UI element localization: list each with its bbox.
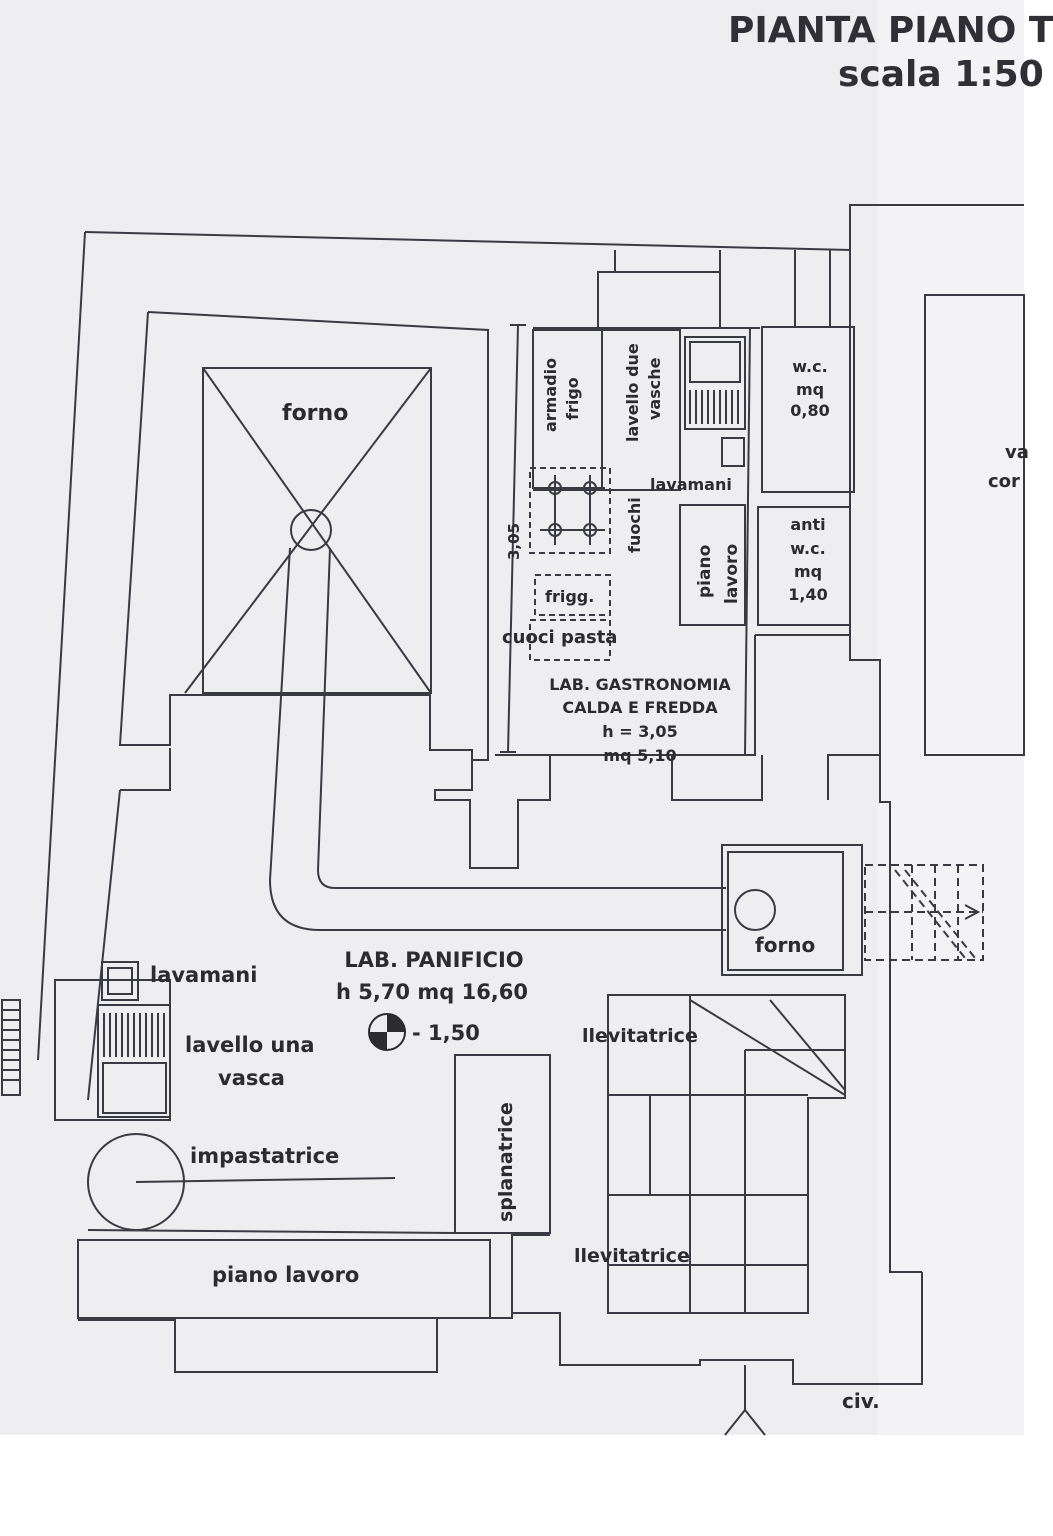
lavello-due-vasche: [601, 329, 681, 491]
label-lavamani-top: lavamani: [650, 475, 732, 494]
interior-wall: [120, 694, 551, 869]
bottom-wall: [511, 1234, 550, 1313]
cuoci-pasta: [529, 619, 611, 661]
plan-sheet: PIANTA PIANO T scala 1:50: [0, 0, 1053, 1436]
splanatrice: [454, 1054, 551, 1234]
label-forno-top: forno: [282, 401, 348, 426]
panificio-title-1: LAB. PANIFICIO: [344, 948, 523, 972]
left-window: [1, 999, 21, 1096]
outer-wall-bottom: [78, 1272, 923, 1385]
wc-room: [761, 326, 855, 493]
outer-wall: [84, 204, 1024, 252]
wc-label-1: w.c.: [792, 357, 827, 376]
forno-diagonal: [184, 367, 432, 694]
lavamani-basin-inner: [107, 967, 133, 995]
label-cuoci-pasta: cuoci pasta: [502, 627, 617, 648]
flue-duct: [316, 547, 726, 889]
wc-label-2: mq: [796, 380, 824, 399]
label-vasca: vasca: [218, 1066, 285, 1090]
panificio-title-2: h 5,70 mq 16,60: [336, 980, 528, 1004]
anti-wc-label-3: mq: [794, 562, 822, 581]
piano-lavoro-bottom: [77, 1239, 491, 1319]
interior-wall-left: [87, 789, 121, 1101]
label-lavello-una: lavello una: [185, 1033, 315, 1057]
wc-label-3: 0,80: [790, 401, 829, 420]
anti-wc-label-1: anti: [790, 515, 825, 534]
stove-burners: [540, 475, 605, 545]
neighbor-room: [924, 294, 1025, 756]
sink-top: [684, 336, 746, 430]
lavamani-basin-top: [721, 437, 745, 467]
entrance-marker: [724, 1365, 766, 1436]
label-dimension-305: 3,05: [505, 523, 523, 560]
paper-fold: [878, 0, 1024, 1435]
label-splanatrice: splanatrice: [495, 1102, 517, 1222]
label-lavoro-top: lavoro: [722, 544, 742, 604]
frigg-fryer: [534, 574, 611, 616]
forno-oven-bottom: [721, 844, 863, 976]
label-fuochi: fuochi: [625, 497, 644, 553]
forno-flue-circle: [290, 509, 332, 551]
wc-partition: [671, 634, 851, 801]
anti-wc-label-2: w.c.: [790, 539, 825, 558]
chimney-block: [597, 271, 721, 328]
sink-bottom-inner: [102, 1062, 167, 1114]
stair-arrow: [964, 904, 981, 920]
gastronomy-title-1: LAB. GASTRONOMIA: [549, 675, 731, 694]
plan-title: PIANTA PIANO T: [728, 10, 1053, 51]
dimension-line: [507, 324, 519, 753]
label-lavello-due: lavello due: [623, 343, 642, 442]
flue-duct: [268, 547, 726, 931]
floor-plan: forno armadio frigo lavello due vasche l…: [1, 204, 1029, 1436]
label-frigg: frigg.: [545, 587, 594, 606]
lavello-una-vasca: [97, 1004, 171, 1118]
fuochi-stove: [529, 467, 611, 554]
label-lievitatrice-2: llevitatrice: [574, 1245, 690, 1267]
label-piano-top: piano: [695, 545, 715, 598]
neighbor-label-1: va: [1005, 442, 1029, 463]
neighbor-label-2: cor: [988, 471, 1020, 492]
impastatrice-line: [135, 1177, 396, 1183]
forno-diagonal: [202, 367, 432, 694]
label-lievitatrice-1: llevitatrice: [582, 1025, 698, 1047]
plan-scale: scala 1:50: [838, 54, 1044, 95]
label-vasche: vasche: [645, 357, 664, 420]
gastronomy-height: h = 3,05: [602, 722, 677, 741]
outer-wall-right: [849, 250, 922, 1273]
level-marker-icon: [368, 1013, 406, 1051]
anti-wc-label-4: 1,40: [788, 585, 827, 604]
label-frigo: frigo: [563, 377, 582, 420]
counter-line: [87, 1229, 456, 1234]
label-forno-bottom: forno: [755, 933, 815, 957]
label-impastatrice: impastatrice: [190, 1144, 339, 1168]
sink-grill: [689, 390, 739, 424]
lievitatrice-line: [769, 999, 846, 1091]
label-piano-lavoro-bottom: piano lavoro: [212, 1263, 359, 1287]
outer-wall-left: [37, 231, 86, 1061]
anti-wc-room: [757, 506, 851, 626]
panificio-level: - 1,50: [412, 1021, 480, 1045]
staircase: [864, 864, 984, 961]
label-armadio: armadio: [541, 358, 560, 432]
piano-lavoro-top: [679, 504, 746, 626]
sink-grill-bottom: [103, 1013, 165, 1057]
wc-partition: [827, 754, 880, 800]
forno-oven-bottom-inner: [727, 851, 844, 971]
forno-oven-top: [202, 367, 432, 694]
sink-basin: [689, 341, 741, 383]
interior-wall: [120, 748, 171, 791]
lavamani-basin-bottom: [101, 961, 139, 1001]
gastronomy-title-2: CALDA E FREDDA: [562, 698, 718, 717]
label-lavamani-bottom: lavamani: [150, 963, 257, 987]
lievitatrice-line: [689, 999, 846, 1096]
label-civ: civ.: [842, 1389, 880, 1413]
gastronomy-area: mq 5,10: [603, 746, 676, 765]
wall-lines: [614, 250, 831, 329]
gastronomy-room-wall: [533, 327, 752, 756]
forno-bottom-flue: [734, 889, 776, 931]
